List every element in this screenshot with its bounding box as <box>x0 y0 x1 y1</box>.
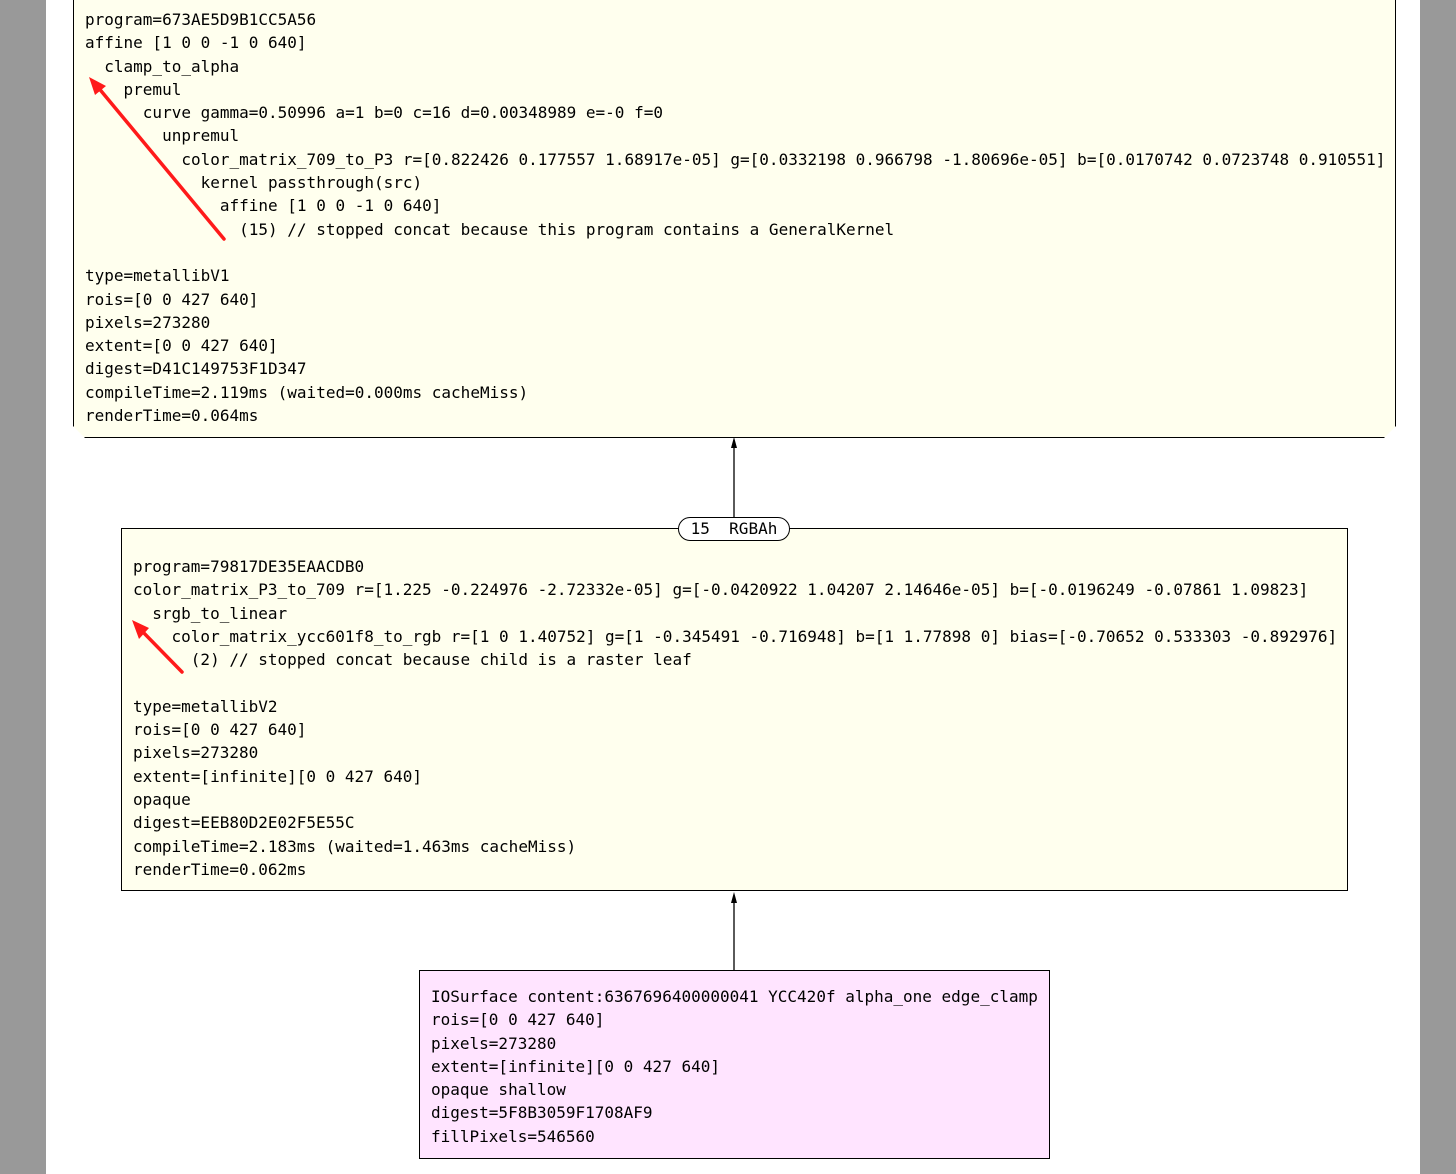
node-c-line: fillPixels=546560 <box>431 1126 595 1146</box>
node-a-line: affine [1 0 0 -1 0 640] <box>85 33 307 53</box>
node-a-line: program=673AE5D9B1CC5A56 <box>85 10 317 29</box>
node-b-line: rois=[0 0 427 640] <box>133 720 307 740</box>
node-c-line: digest=5F8B3059F1708AF9 <box>431 1103 653 1123</box>
node-b-line: compileTime=2.183ms (waited=1.463ms cach… <box>133 836 577 856</box>
edge-label-format: RGBAh <box>729 519 778 538</box>
node-a-line: type=metallibV1 <box>85 266 230 286</box>
node-a-line: compileTime=2.119ms (waited=0.000ms cach… <box>85 382 529 402</box>
node-b-line: pixels=273280 <box>133 743 259 763</box>
annotation-arrow-1 <box>95 84 226 241</box>
edge-arrowhead-b-icon <box>731 892 737 903</box>
node-c-line: pixels=273280 <box>431 1033 557 1053</box>
iosurface-source-node-text: IOSurface content:6367696400000041 YCC42… <box>431 985 1038 1148</box>
node-b-line: color_matrix_P3_to_709 r=[1.225 -0.22497… <box>133 580 1309 600</box>
node-c-line: IOSurface content:6367696400000041 YCC42… <box>431 987 1038 1006</box>
iosurface-source-node <box>419 970 1050 1159</box>
node-b-line: renderTime=0.062ms <box>133 859 307 879</box>
node-a-line: extent=[0 0 427 640] <box>85 336 278 356</box>
node-b-line: opaque <box>133 789 191 809</box>
node-a-line: unpremul <box>85 126 240 146</box>
annotation-arrowhead-2-icon <box>132 620 149 639</box>
node-a-line: rois=[0 0 427 640] <box>85 289 259 309</box>
annotation-arrowhead-1-icon <box>89 77 106 95</box>
node-c-line: rois=[0 0 427 640] <box>431 1010 605 1030</box>
node-b-line: (2) // stopped concat because child is a… <box>133 650 692 670</box>
node-a-line: pixels=273280 <box>85 312 211 332</box>
program-node-2-text: program=79817DE35EAACDB0 color_matrix_P3_… <box>133 555 1337 881</box>
edge-label-pill: 15 RGBAh <box>678 517 790 541</box>
node-c-line: extent=[infinite][0 0 427 640] <box>431 1056 720 1076</box>
node-a-line: affine [1 0 0 -1 0 640] <box>85 196 442 216</box>
node-b-line: digest=EEB80D2E02F5E55C <box>133 813 355 833</box>
node-a-line: premul <box>85 79 182 99</box>
node-c-line: opaque shallow <box>431 1080 566 1100</box>
node-b-line: srgb_to_linear <box>133 603 288 623</box>
node-b-line: program=79817DE35EAACDB0 <box>133 557 365 576</box>
node-b-line: extent=[infinite][0 0 427 640] <box>133 766 422 786</box>
node-a-line: renderTime=0.064ms <box>85 406 259 426</box>
node-b-line: type=metallibV2 <box>133 696 278 716</box>
node-a-line: digest=D41C149753F1D347 <box>85 359 307 379</box>
node-a-line: kernel passthrough(src) <box>85 173 423 193</box>
edge-arrowhead-a-icon <box>731 437 737 448</box>
annotation-arrow-2 <box>138 627 184 674</box>
edge-label-id: 15 <box>690 519 710 538</box>
node-a-line: (15) // stopped concat because this prog… <box>85 219 895 239</box>
program-node-1-text: program=673AE5D9B1CC5A56 affine [1 0 0 -1… <box>85 8 1385 427</box>
node-b-line: color_matrix_ycc601f8_to_rgb r=[1 0 1.40… <box>133 626 1338 646</box>
node-a-line: curve gamma=0.50996 a=1 b=0 c=16 d=0.003… <box>85 103 663 123</box>
node-a-line: color_matrix_709_to_P3 r=[0.822426 0.177… <box>85 149 1386 169</box>
program-node-1 <box>73 0 1396 438</box>
node-a-line: clamp_to_alpha <box>85 56 240 76</box>
